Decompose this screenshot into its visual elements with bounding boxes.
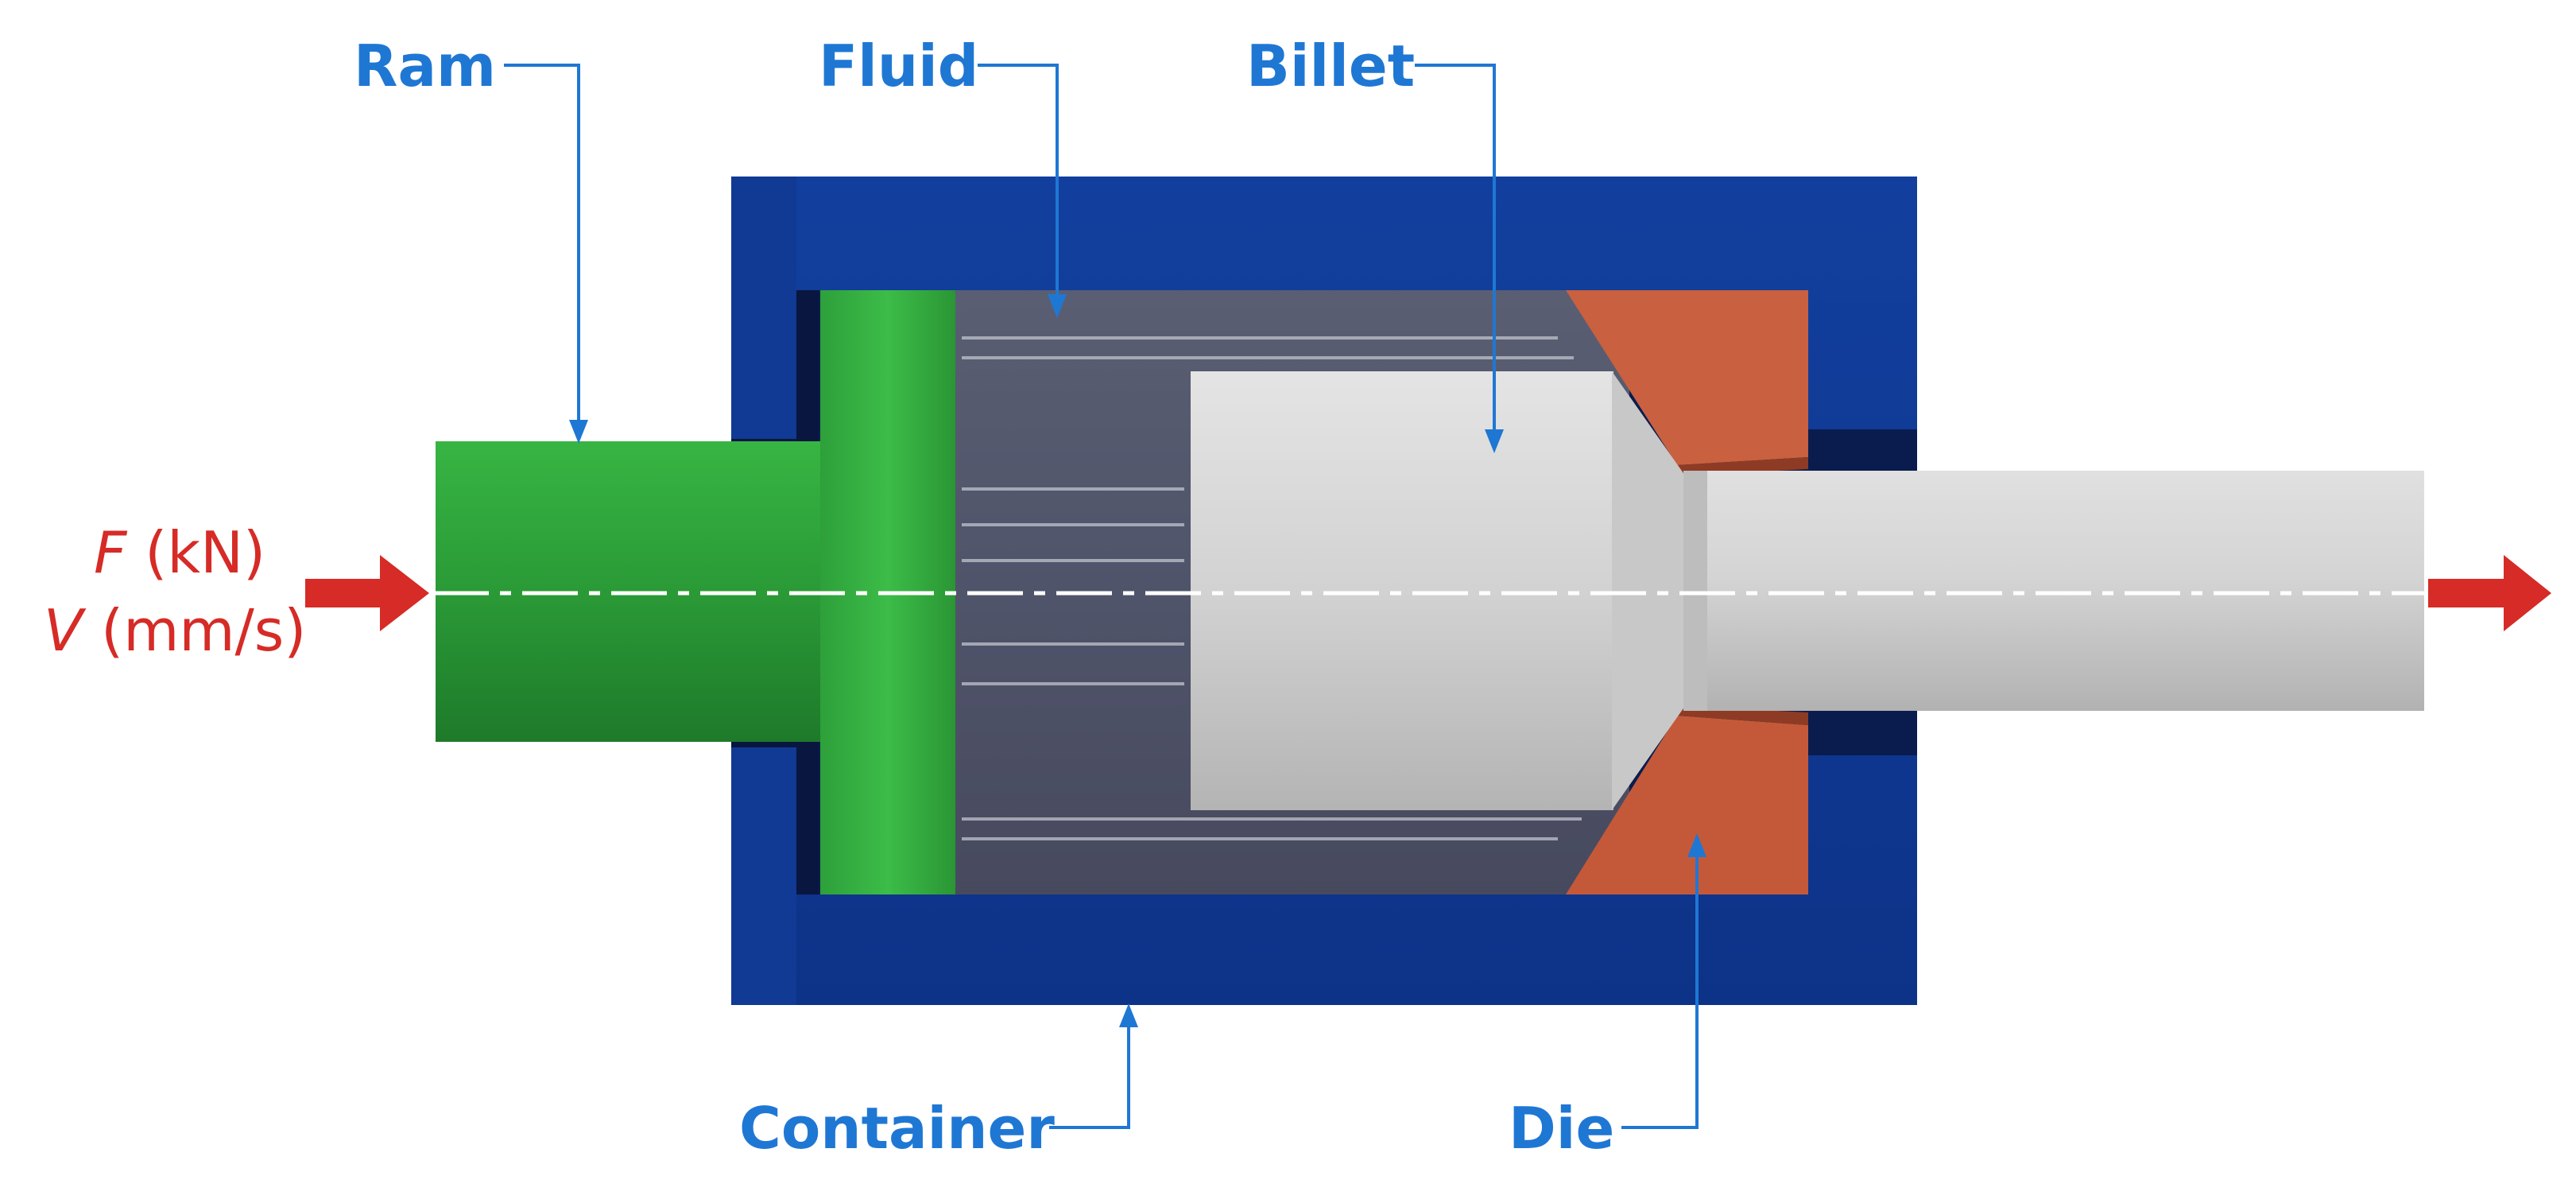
billet-product (1683, 471, 2424, 711)
container-arrowhead (1119, 1003, 1138, 1027)
billet-arrowhead (1485, 429, 1504, 453)
input-force-arrow (305, 555, 429, 631)
output-arrow (2428, 555, 2551, 631)
ram (436, 290, 955, 894)
die-leader (1621, 852, 1699, 1129)
billet-body (1191, 371, 1613, 810)
fluid-streaks (962, 336, 1582, 840)
force-unit: (kN) (126, 519, 265, 586)
leader-arrowheads (569, 294, 1706, 1027)
label-billet: Billet (1246, 33, 1415, 99)
label-ram: Ram (354, 33, 496, 99)
fluid-arrowhead (1048, 294, 1067, 318)
velocity-symbol: V (44, 597, 87, 664)
force-symbol: F (94, 519, 128, 586)
billet-product-shade (1683, 471, 1707, 711)
container-left-wall-top (731, 177, 796, 439)
leader-lines (504, 64, 1699, 1129)
label-velocity: V (mm/s) (44, 597, 306, 664)
billet (1191, 371, 2424, 810)
die (1566, 290, 1808, 894)
billet-leader (1415, 64, 1496, 431)
container-leader (1049, 1022, 1130, 1129)
label-die: Die (1509, 1095, 1614, 1162)
fluid-leader (978, 64, 1059, 298)
container-left-wall-bottom (731, 747, 796, 1005)
die-arrowhead (1687, 833, 1706, 857)
ram-arrowhead (569, 420, 588, 444)
velocity-unit: (mm/s) (83, 597, 306, 664)
label-fluid: Fluid (819, 33, 978, 99)
label-force: F (kN) (94, 519, 265, 586)
die-lower (1566, 716, 1808, 894)
ram-leader (504, 64, 580, 425)
die-upper (1566, 290, 1808, 465)
billet-taper (1612, 371, 1685, 810)
label-container: Container (739, 1095, 1055, 1162)
